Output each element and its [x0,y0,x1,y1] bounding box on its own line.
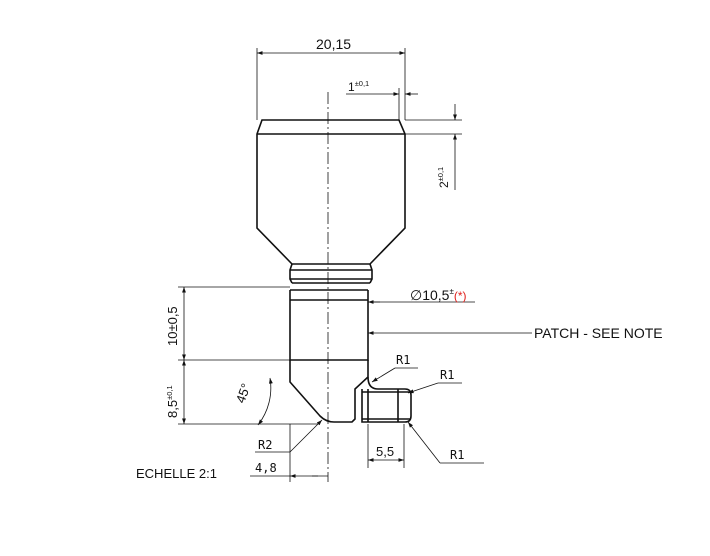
patch-note: PATCH - SEE NOTE [534,325,663,341]
top-step-tol: ±0,1 [436,167,445,182]
shank-outline [289,290,369,361]
neck-height-label: 10±0,5 [165,306,180,346]
diameter-mark: (*) [454,289,467,303]
radius-r1-top-label: R1 [396,353,410,367]
top-chamfer-tol: ±0,1 [355,79,370,88]
diameter-label: ∅10,5±(*) [410,287,467,303]
angle-label: 45° [233,381,254,405]
diameter-symbol: ∅ [410,287,422,303]
overall-width-label: 20,15 [316,36,351,52]
foot-height-label: 8,5±0,1 [165,385,180,418]
top-chamfer-label: 1±0,1 [348,79,369,94]
diameter-tol: ± [449,287,454,296]
radius-r1-right-label: R1 [440,368,454,382]
hook-element [361,376,412,423]
radius-r2-label: R2 [258,438,272,452]
collar [289,263,373,284]
foot-height-value: 8,5 [165,400,180,418]
top-chamfer-value: 1 [348,80,355,94]
foot-offset-label: 4,8 [255,461,277,475]
head-outline [256,119,406,265]
foot-height-tol: ±0,1 [165,385,174,400]
top-step-value: 2 [437,181,451,188]
radius-r1-bottom-label: R1 [450,448,464,462]
dimension-lines [178,48,532,482]
foot-outline [289,360,369,423]
diameter-value: 10,5 [422,287,449,303]
top-step-label: 2±0,1 [436,167,451,188]
scale-note: ECHELLE 2:1 [136,466,217,481]
part-outline [256,119,412,423]
foot-width-label: 5,5 [376,444,394,459]
